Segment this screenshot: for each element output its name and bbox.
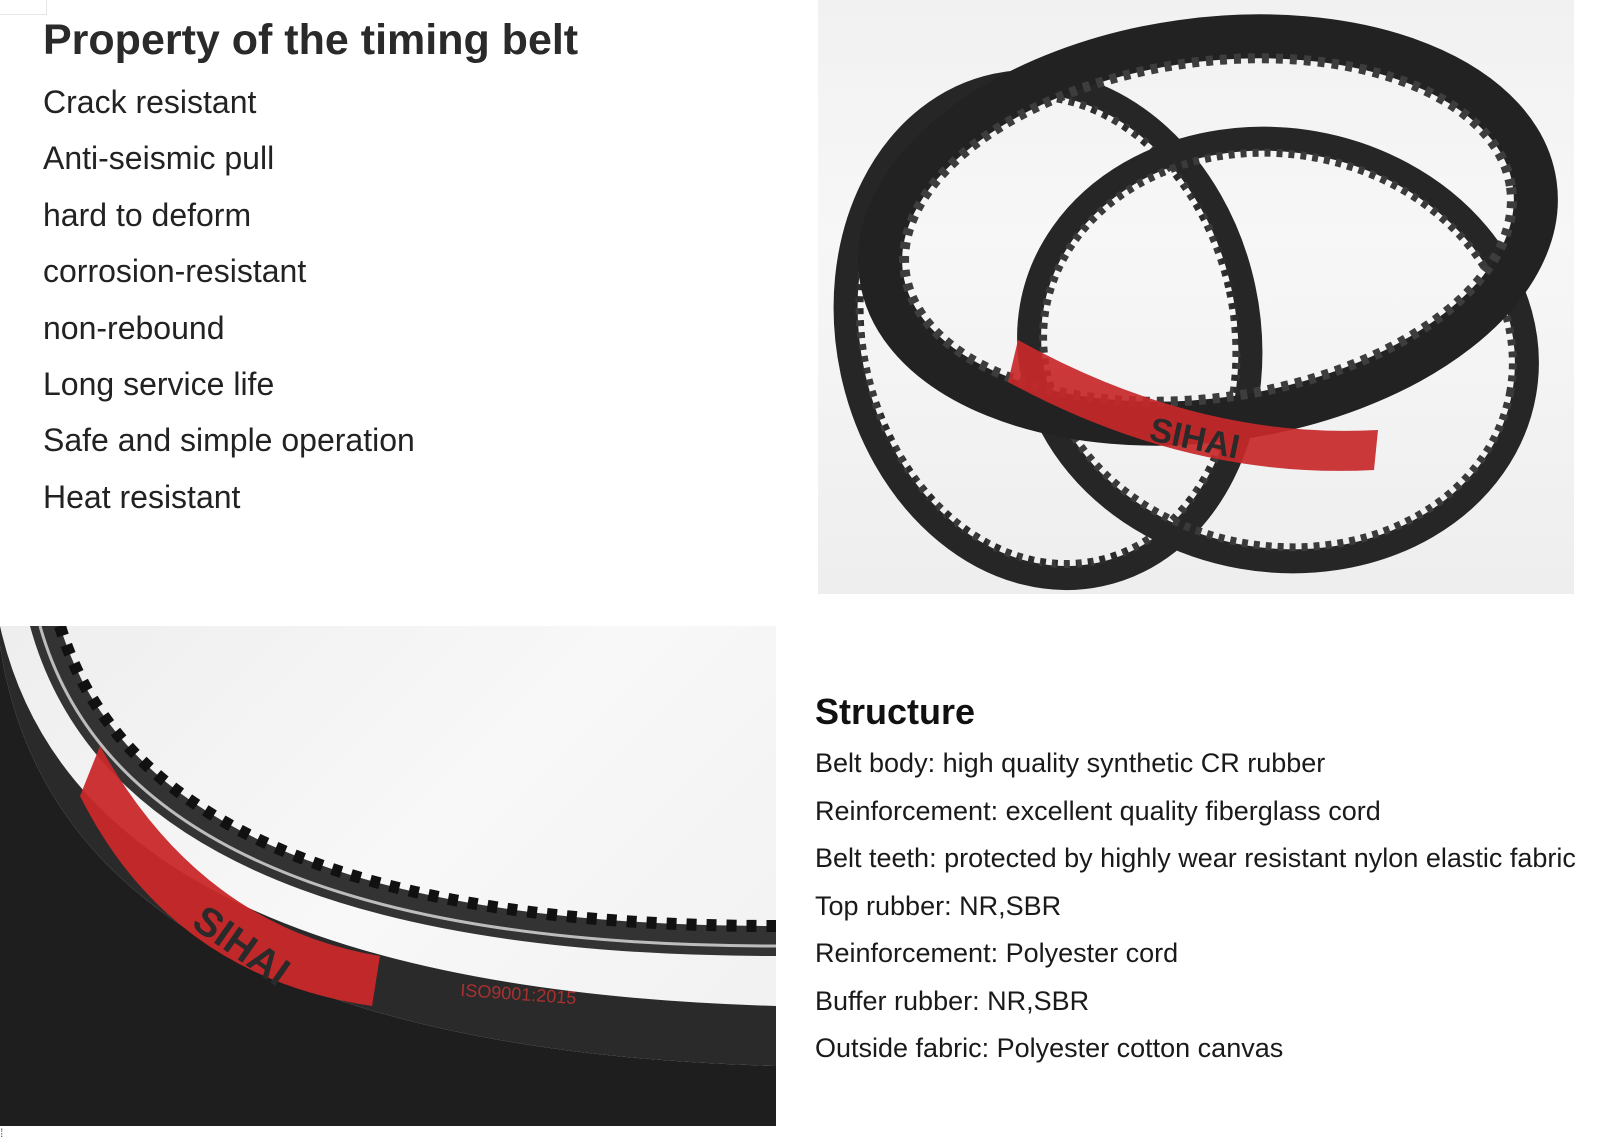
structure-item: Reinforcement: excellent quality fibergl…	[815, 795, 1381, 826]
structure-item: Belt teeth: protected by highly wear res…	[815, 843, 1576, 873]
structure-item: Outside fabric: Polyester cotton canvas	[815, 1033, 1284, 1063]
structure-item: Top rubber: NR,SBR	[815, 890, 1062, 921]
property-list: Crack resistant Anti-seismic pull hard t…	[43, 74, 763, 525]
structure-section: Structure Belt body: high quality synthe…	[815, 690, 1615, 1073]
structure-title: Structure	[815, 691, 976, 732]
structure-item: Belt body: high quality synthetic CR rub…	[815, 748, 1326, 778]
property-item: corrosion-resistant	[43, 253, 307, 290]
property-item: Heat resistant	[43, 478, 241, 515]
property-title: Property of the timing belt	[43, 16, 579, 64]
structure-item: Buffer rubber: NR,SBR	[815, 985, 1090, 1016]
belt-photo-top: SIHAI	[818, 0, 1574, 594]
structure-list: Belt body: high quality synthetic CR rub…	[815, 740, 1615, 1073]
structure-item: Reinforcement: Polyester cord	[815, 938, 1179, 968]
property-item: non-rebound	[43, 309, 225, 346]
property-item: hard to deform	[43, 196, 252, 233]
property-section: Property of the timing belt Crack resist…	[43, 14, 763, 525]
property-item: Anti-seismic pull	[43, 140, 275, 177]
property-item: Safe and simple operation	[43, 422, 415, 459]
belt-photo-bottom: SIHAI ISO9001:2015	[0, 626, 776, 1126]
corner-mark	[0, 0, 47, 15]
property-item: Long service life	[43, 366, 275, 403]
property-item: Crack resistant	[43, 84, 257, 120]
drag-dots-icon: ⁞	[0, 1126, 4, 1140]
